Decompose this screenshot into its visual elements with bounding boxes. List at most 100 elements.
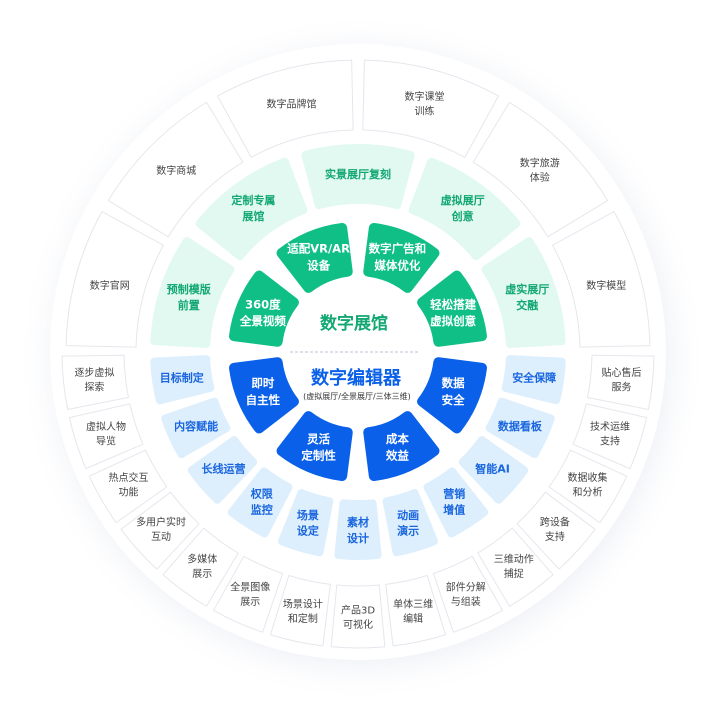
segment-label: 虚实展厅 [505, 282, 549, 296]
segment-label: 单体三维 [393, 598, 433, 611]
segment-label: 数字课堂 [405, 90, 445, 103]
segment-label: 安全保障 [512, 370, 556, 384]
segment-shape [472, 101, 609, 238]
segment-label: 数字广告和 [369, 242, 427, 256]
middle-segment-middle-top-2[interactable]: 实景展厅复刻 [301, 144, 415, 210]
middle-segment-middle-bottom-0[interactable]: 目标制定 [150, 355, 215, 405]
segment-shape [276, 223, 353, 293]
segment-shape [362, 59, 499, 158]
middle-segment-middle-bottom-10[interactable]: 安全保障 [501, 355, 566, 405]
segment-shape [88, 449, 168, 524]
middle-segment-middle-bottom-9[interactable]: 数据看板 [485, 397, 555, 459]
segment-label: 展示 [240, 596, 260, 608]
segment-label: 动画 [397, 508, 419, 522]
segment-shape [572, 403, 648, 470]
segment-label: 部件分解 [446, 580, 486, 593]
segment-label: 技术运维 [590, 420, 630, 433]
segment-label: 素材 [347, 515, 369, 529]
segment-label: 和分析 [572, 485, 602, 498]
segment-shape [150, 355, 215, 405]
segment-shape [276, 411, 353, 481]
segment-label: 和定制 [288, 612, 318, 625]
segment-label: 多媒体 [187, 553, 217, 566]
outer-segment-outer-top-2[interactable]: 数字品牌馆 [217, 59, 354, 158]
segment-label: 虚拟创意 [430, 314, 476, 328]
segment-label: 全景视频 [239, 314, 286, 328]
center-bottom-title: 数字编辑器 [311, 367, 402, 389]
segment-shape [423, 467, 489, 538]
segment-label: 监控 [251, 503, 273, 517]
segment-label: 自主性 [246, 393, 281, 407]
segment-label: 数据 [442, 376, 465, 390]
middle-segment-middle-bottom-2[interactable]: 长线运营 [187, 436, 258, 504]
segment-label: 媒体优化 [373, 258, 420, 272]
segment-shape [120, 491, 200, 570]
segment-label: 虚拟展厅 [441, 193, 485, 207]
segment-label: 编辑 [403, 612, 423, 625]
segment-label: 交融 [516, 298, 538, 312]
segment-label: 数据收集 [567, 471, 607, 484]
segment-shape [408, 157, 521, 261]
segment-label: 互动 [151, 531, 171, 543]
segment-label: 捕捉 [504, 567, 524, 580]
segment-label: 功能 [119, 485, 139, 498]
outer-segment-outer-top-5[interactable]: 数字模型 [552, 211, 651, 348]
segment-shape [363, 411, 440, 481]
segment-shape [162, 527, 239, 607]
segment-label: 设计 [347, 531, 369, 545]
segment-label: 安全 [442, 393, 465, 407]
segment-shape [229, 357, 299, 434]
segment-label: 贴心售后 [602, 366, 642, 379]
middle-segment-middle-bottom-8[interactable]: 智能AI [458, 436, 529, 504]
segment-label: 场景 [297, 508, 319, 522]
segment-label: 数字商城 [156, 164, 196, 177]
segment-label: 全景图像 [230, 580, 270, 593]
segment-label: 热点交互 [109, 471, 149, 484]
segment-shape [382, 489, 438, 557]
outer-segment-outer-top-1[interactable]: 数字商城 [107, 101, 244, 238]
segment-shape [229, 270, 299, 347]
segment-label: 设定 [297, 524, 319, 538]
middle-segment-middle-bottom-1[interactable]: 内容赋能 [161, 397, 231, 459]
segment-label: 展馆 [241, 209, 264, 223]
segment-shape [330, 584, 386, 649]
segment-label: 设备 [307, 258, 330, 272]
segment-shape [195, 157, 308, 261]
center-bottom-subtitle: (虚拟展厅/全景展厅/三体三维) [303, 391, 411, 401]
outer-segment-outer-top-0[interactable]: 数字官网 [65, 211, 164, 348]
